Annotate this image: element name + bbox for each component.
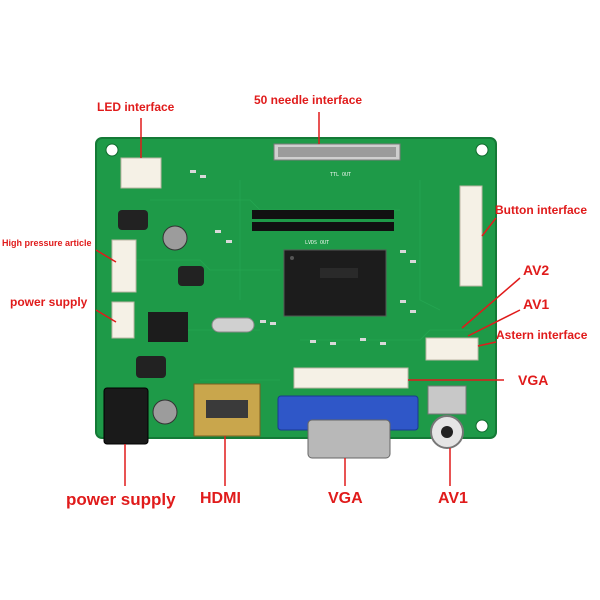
high-pressure-connector bbox=[111, 239, 137, 293]
mounting-hole-bottom-right bbox=[475, 419, 489, 433]
power-connector bbox=[111, 301, 135, 339]
av1-rca-jack bbox=[427, 385, 467, 449]
inductor-mid bbox=[178, 266, 204, 286]
inductor-low bbox=[136, 356, 166, 378]
label-hdmi: HDMI bbox=[200, 490, 241, 507]
label-vga-bottom: VGA bbox=[328, 490, 363, 507]
astern-connector bbox=[425, 337, 479, 361]
label-50-needle-interface: 50 needle interface bbox=[254, 93, 363, 107]
label-led-interface: LED interface bbox=[97, 100, 175, 114]
lvds-header bbox=[252, 210, 394, 231]
mounting-hole-top-left bbox=[105, 143, 119, 157]
label-high-pressure-article: High pressure article bbox=[2, 238, 92, 248]
inductor-top-left bbox=[118, 210, 148, 230]
callout-lines bbox=[95, 112, 521, 486]
power-jack bbox=[103, 387, 149, 445]
lvds-out-silkscreen: LVDS OUT bbox=[305, 240, 329, 246]
label-power-supply-bottom: power supply bbox=[66, 490, 176, 509]
label-button-interface: Button interface bbox=[495, 203, 588, 217]
main-chip bbox=[283, 249, 387, 317]
label-av1-bottom: AV1 bbox=[438, 490, 468, 507]
ttl-out-silkscreen: TTL OUT bbox=[330, 172, 351, 178]
crystal bbox=[211, 317, 255, 333]
label-astern-interface: Astern interface bbox=[496, 328, 588, 342]
fpc-50-pin-connector bbox=[273, 143, 401, 161]
capacitor-bottom bbox=[152, 399, 178, 425]
label-av1-right: AV1 bbox=[523, 296, 550, 312]
mounting-hole-top-right bbox=[475, 143, 489, 157]
hdmi-port bbox=[193, 383, 261, 437]
label-power-supply-left: power supply bbox=[10, 295, 88, 309]
label-vga-right: VGA bbox=[518, 372, 549, 388]
vga-header bbox=[293, 367, 409, 389]
vga-port bbox=[277, 395, 419, 459]
led-connector bbox=[120, 157, 162, 189]
regulator-chip bbox=[148, 312, 188, 342]
label-av2: AV2 bbox=[523, 262, 550, 278]
capacitor-left bbox=[162, 225, 188, 251]
button-connector bbox=[459, 185, 483, 287]
